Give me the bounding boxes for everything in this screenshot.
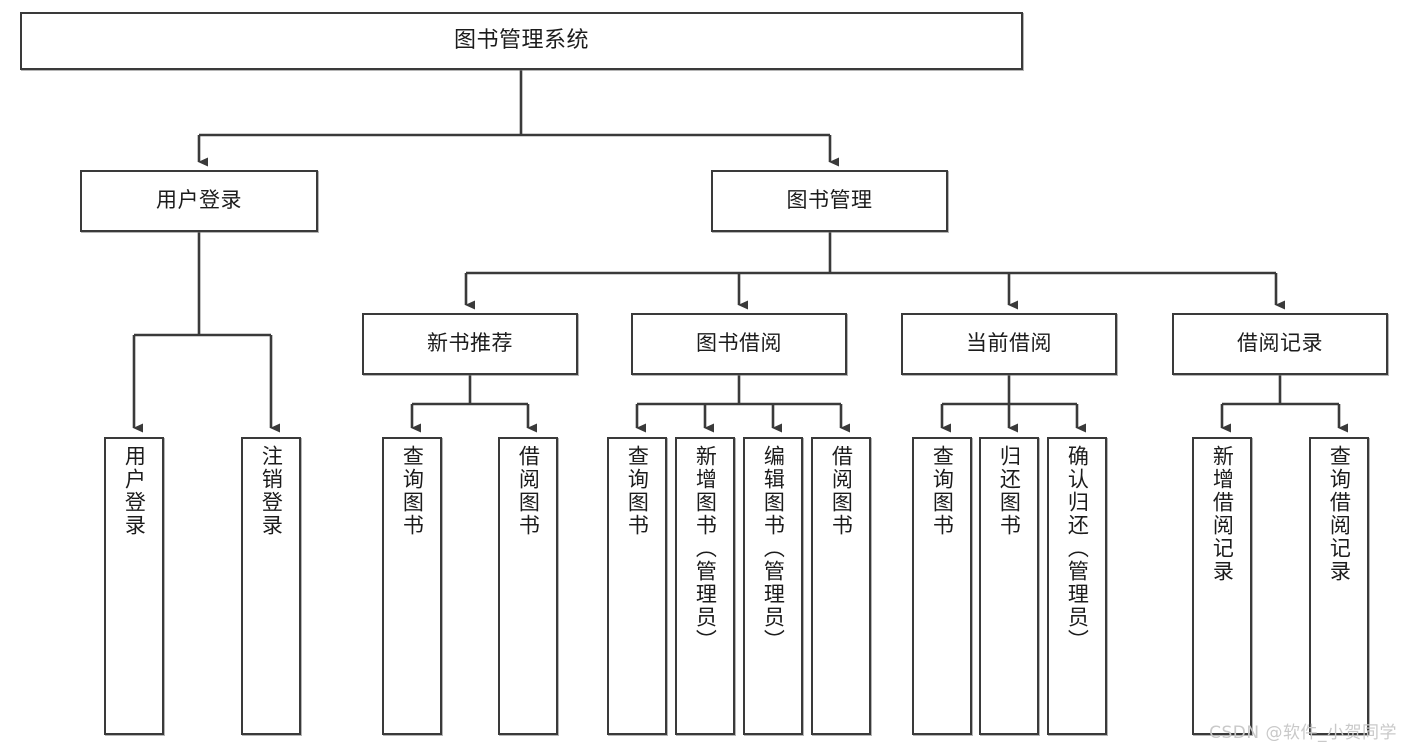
node-label: 确认归还（管理员）	[1065, 445, 1090, 652]
node-label: 查询图书	[625, 445, 650, 537]
node-label: 查询图书	[400, 445, 425, 537]
node-label: 图书管理	[786, 188, 873, 213]
leaf-borrow-query-book[interactable]: 查询图书	[607, 437, 667, 735]
node-book-management[interactable]: 图书管理	[711, 170, 948, 232]
node-label: 新增借阅记录	[1210, 445, 1235, 583]
node-label: 编辑图书（管理员）	[761, 445, 786, 652]
node-book-borrow[interactable]: 图书借阅	[631, 313, 847, 375]
node-root-system[interactable]: 图书管理系统	[20, 12, 1023, 70]
node-label: 查询借阅记录	[1327, 445, 1352, 583]
node-label: 图书管理系统	[453, 27, 589, 53]
leaf-current-return-book[interactable]: 归还图书	[979, 437, 1039, 735]
node-current-borrow[interactable]: 当前借阅	[901, 313, 1117, 375]
leaf-new-book-query[interactable]: 查询图书	[382, 437, 442, 735]
node-label: 用户登录	[122, 445, 147, 537]
node-label: 借阅图书	[516, 445, 541, 537]
node-label: 当前借阅	[966, 331, 1052, 356]
node-label: 借阅图书	[829, 445, 854, 537]
leaf-user-login[interactable]: 用户登录	[104, 437, 164, 735]
leaf-current-confirm-return[interactable]: 确认归还（管理员）	[1047, 437, 1107, 735]
node-borrow-record[interactable]: 借阅记录	[1172, 313, 1388, 375]
node-label: 新增图书（管理员）	[693, 445, 718, 652]
node-user-login[interactable]: 用户登录	[80, 170, 318, 232]
node-label: 注销登录	[259, 445, 284, 537]
node-label: 归还图书	[997, 445, 1022, 537]
node-label: 用户登录	[156, 188, 242, 213]
leaf-borrow-edit-book[interactable]: 编辑图书（管理员）	[743, 437, 803, 735]
leaf-record-add[interactable]: 新增借阅记录	[1192, 437, 1252, 735]
leaf-borrow-borrow-book[interactable]: 借阅图书	[811, 437, 871, 735]
leaf-record-query[interactable]: 查询借阅记录	[1309, 437, 1369, 735]
watermark-text: CSDN @软件_小贺同学	[1209, 723, 1397, 743]
node-new-book-recommend[interactable]: 新书推荐	[362, 313, 578, 375]
node-label: 图书借阅	[696, 331, 782, 356]
node-label: 查询图书	[930, 445, 955, 537]
node-label: 新书推荐	[427, 331, 513, 356]
leaf-borrow-add-book[interactable]: 新增图书（管理员）	[675, 437, 735, 735]
leaf-new-book-borrow[interactable]: 借阅图书	[498, 437, 558, 735]
leaf-current-query-book[interactable]: 查询图书	[912, 437, 972, 735]
leaf-user-logout[interactable]: 注销登录	[241, 437, 301, 735]
node-label: 借阅记录	[1237, 331, 1323, 356]
